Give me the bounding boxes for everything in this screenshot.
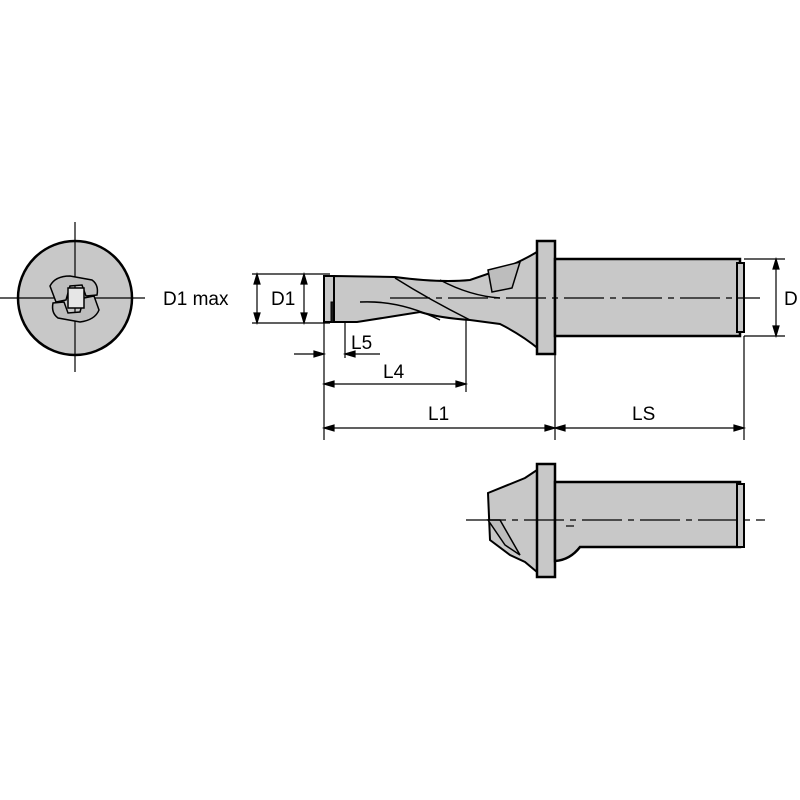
ls-label: LS (632, 404, 655, 425)
side-view-drill (323, 239, 760, 356)
l5-dimension (294, 350, 380, 358)
d-dimension (744, 256, 785, 339)
d-label: D (784, 289, 798, 310)
l4-label: L4 (383, 362, 405, 383)
l1-dimension (321, 424, 558, 432)
lower-view-cone (486, 468, 538, 575)
ls-dimension (552, 424, 747, 432)
d1-dimension (300, 271, 308, 326)
d1-max-dimension (252, 271, 330, 326)
extension-lines (323, 320, 745, 440)
lower-partial-view (466, 462, 765, 579)
drill-flute-helix-1 (359, 301, 441, 321)
end-view-insert-icon (49, 275, 100, 323)
d1-max-label: D1 max (163, 289, 229, 310)
l5-label: L5 (351, 333, 372, 354)
d1-label: D1 (271, 289, 295, 310)
drill-flute-helix-4 (487, 260, 522, 293)
l1-label: L1 (428, 404, 449, 425)
lower-view-shank-end (736, 483, 745, 548)
l4-dimension (321, 380, 469, 388)
drill-flute-helix-2 (394, 277, 471, 321)
lower-view-shank (553, 480, 742, 563)
end-view (0, 222, 145, 372)
